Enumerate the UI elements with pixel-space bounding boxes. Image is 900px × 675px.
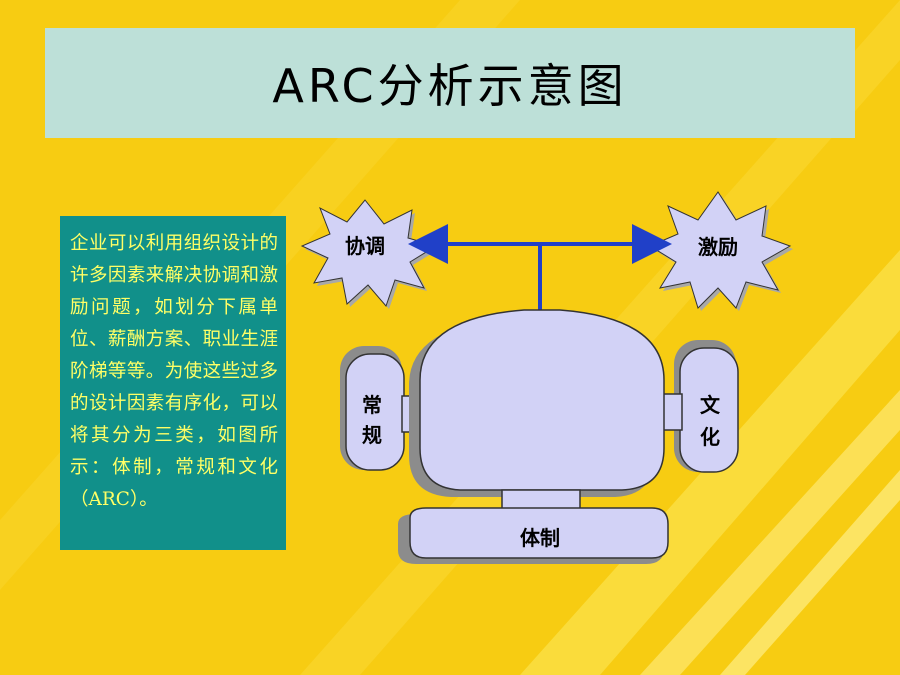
head-shape	[409, 309, 665, 497]
burst-right-label: 激励	[698, 235, 738, 259]
burst-left-label: 协调	[345, 234, 385, 258]
base-label: 体制	[520, 526, 560, 550]
connector-arrows	[408, 224, 672, 316]
base-system: 体制	[398, 507, 669, 564]
description-box: 企业可以利用组织设计的许多因素来解决协调和激励问题，如划分下属单位、薪酬方案、职…	[60, 216, 286, 550]
left-ear-routines: 常 规	[340, 346, 425, 471]
burst-coordination: 协调	[300, 199, 439, 309]
slide-title: ARC分析示意图	[272, 59, 628, 113]
right-ear-char-2: 化	[700, 425, 720, 449]
description-text: 企业可以利用组织设计的许多因素来解决协调和激励问题，如划分下属单位、薪酬方案、职…	[70, 233, 278, 510]
burst-motivation: 激励	[648, 191, 793, 311]
right-ear-culture: 文 化	[655, 340, 739, 473]
left-ear-char-2: 规	[362, 423, 382, 447]
left-ear-char-1: 常	[362, 393, 382, 417]
title-box: ARC分析示意图	[45, 28, 855, 138]
right-ear-char-1: 文	[700, 393, 721, 417]
